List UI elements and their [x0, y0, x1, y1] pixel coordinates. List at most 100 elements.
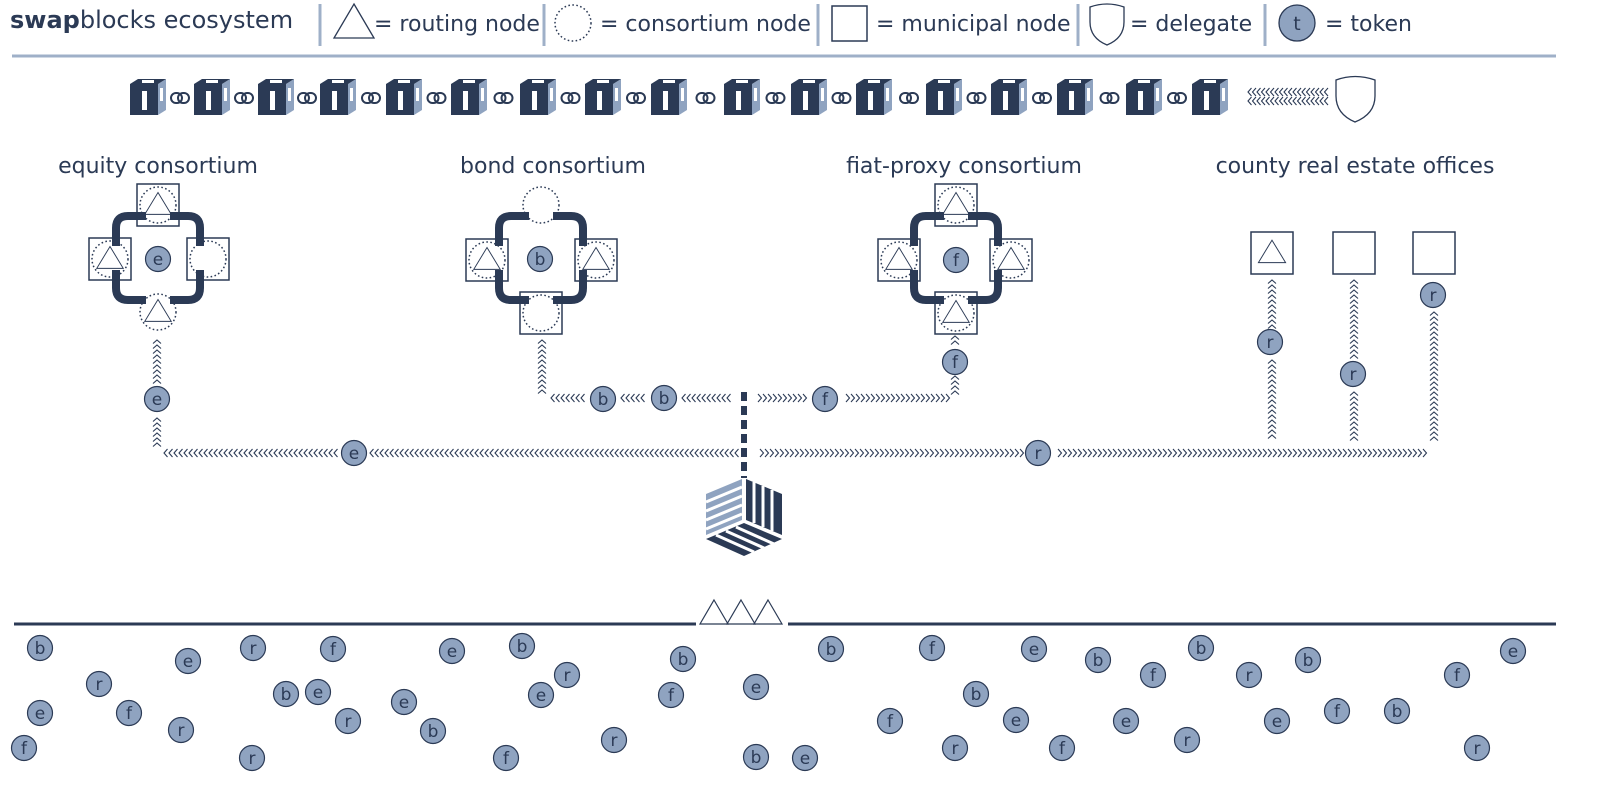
chain-link-icon: [626, 92, 646, 104]
token-symbol: f: [21, 739, 28, 759]
token-symbol: f: [822, 390, 829, 410]
header: swapblocks ecosystem = routing node = co…: [10, 2, 1556, 58]
token-symbol: b: [826, 640, 837, 660]
chain-block: [1192, 79, 1228, 115]
county-office-node: [1412, 231, 1456, 275]
flow-chevrons: [550, 393, 585, 403]
token: f: [811, 385, 839, 413]
token-symbol: r: [611, 731, 618, 751]
token-circle-icon: [1278, 4, 1316, 42]
legend-routing: = routing node: [332, 2, 540, 39]
token: b: [1084, 646, 1112, 674]
chain-block: [585, 79, 621, 115]
token-symbol: r: [1267, 333, 1274, 353]
chain-link-icon: [426, 92, 447, 104]
token-symbol: b: [659, 389, 670, 409]
consortium-node: [186, 237, 230, 281]
token: b: [272, 680, 300, 708]
legend-municipal: = municipal node: [831, 5, 1071, 42]
flow-chevrons: [1057, 448, 1428, 458]
token-symbol: b: [1093, 651, 1104, 671]
token: r: [1173, 726, 1201, 754]
legend-label: = municipal node: [876, 12, 1071, 37]
chain-block: [520, 79, 556, 115]
token: e: [1020, 635, 1048, 663]
token: b: [508, 632, 536, 660]
flow-chevrons: [950, 335, 960, 345]
token-symbol: r: [178, 721, 185, 741]
token: e: [144, 245, 172, 273]
delegate: [1335, 75, 1376, 123]
chain-block: [991, 79, 1027, 115]
chain-link-icon: [170, 92, 190, 104]
chain-link-icon: [899, 92, 919, 104]
token: b: [526, 245, 554, 273]
token-symbol: r: [96, 675, 103, 695]
flow-chevrons: [1349, 279, 1359, 359]
legend-label: = consortium node: [600, 12, 811, 37]
cluster-brackets: [495, 212, 587, 304]
token-symbol: e: [536, 686, 546, 706]
token-symbol: e: [313, 683, 323, 703]
token-symbol: f: [1334, 702, 1341, 722]
blockchain: [130, 79, 1228, 115]
token-symbol: b: [598, 390, 609, 410]
token-symbol: f: [887, 712, 894, 732]
chain-block: [856, 79, 892, 115]
triangle-icon: [725, 598, 757, 625]
token: b: [1383, 697, 1411, 725]
token-symbol: e: [399, 693, 409, 713]
swap-hub: [698, 392, 784, 625]
flow-chevrons: [950, 375, 960, 395]
token-symbol: r: [1350, 365, 1357, 385]
token: f: [1443, 661, 1471, 689]
token-symbol: f: [953, 251, 960, 271]
token: f: [876, 707, 904, 735]
token: f: [10, 734, 38, 762]
token: e: [304, 678, 332, 706]
token: e: [143, 385, 171, 413]
token-symbol: e: [800, 749, 810, 769]
token-symbol: b: [535, 250, 546, 270]
token: b: [742, 743, 770, 771]
token-symbol: r: [249, 749, 256, 769]
token-symbol: r: [1035, 444, 1042, 464]
chain-block: [194, 79, 230, 115]
chain-link-icon: [966, 92, 987, 104]
token: b: [419, 717, 447, 745]
token: f: [492, 744, 520, 772]
token-symbol: e: [447, 642, 457, 662]
legend-label: = delegate: [1130, 12, 1252, 37]
legend-label: = routing node: [374, 12, 540, 37]
token: r: [1256, 328, 1284, 356]
token-symbol: f: [668, 686, 675, 706]
token: f: [1048, 734, 1076, 762]
token-symbol: f: [330, 640, 337, 660]
flow-chevrons: [1267, 279, 1277, 329]
chain-link-icon: [297, 92, 317, 104]
token-symbol: r: [345, 712, 352, 732]
legend-consortium: = consortium node: [554, 4, 811, 42]
triangle-icon: [332, 2, 376, 39]
legend-divider: [318, 4, 1267, 46]
bond-consortium-title: bond consortium: [460, 154, 646, 179]
token: b: [1294, 646, 1322, 674]
token: r: [334, 707, 362, 735]
token-symbol: e: [35, 704, 45, 724]
token-symbol: r: [952, 739, 959, 759]
token-symbol: r: [1246, 666, 1253, 686]
token: b: [962, 680, 990, 708]
flow-chevrons: [1247, 96, 1329, 106]
chain-link-icon: [765, 92, 786, 104]
token-symbol: e: [152, 390, 162, 410]
flow-chevrons: [757, 393, 808, 403]
flow-chevrons: [681, 393, 731, 403]
token: e: [340, 439, 368, 467]
chain-link-icon: [1099, 92, 1120, 104]
token: b: [669, 645, 697, 673]
token: b: [589, 385, 617, 413]
flow-chevrons: [845, 393, 951, 403]
county-office-node: [1250, 231, 1294, 275]
